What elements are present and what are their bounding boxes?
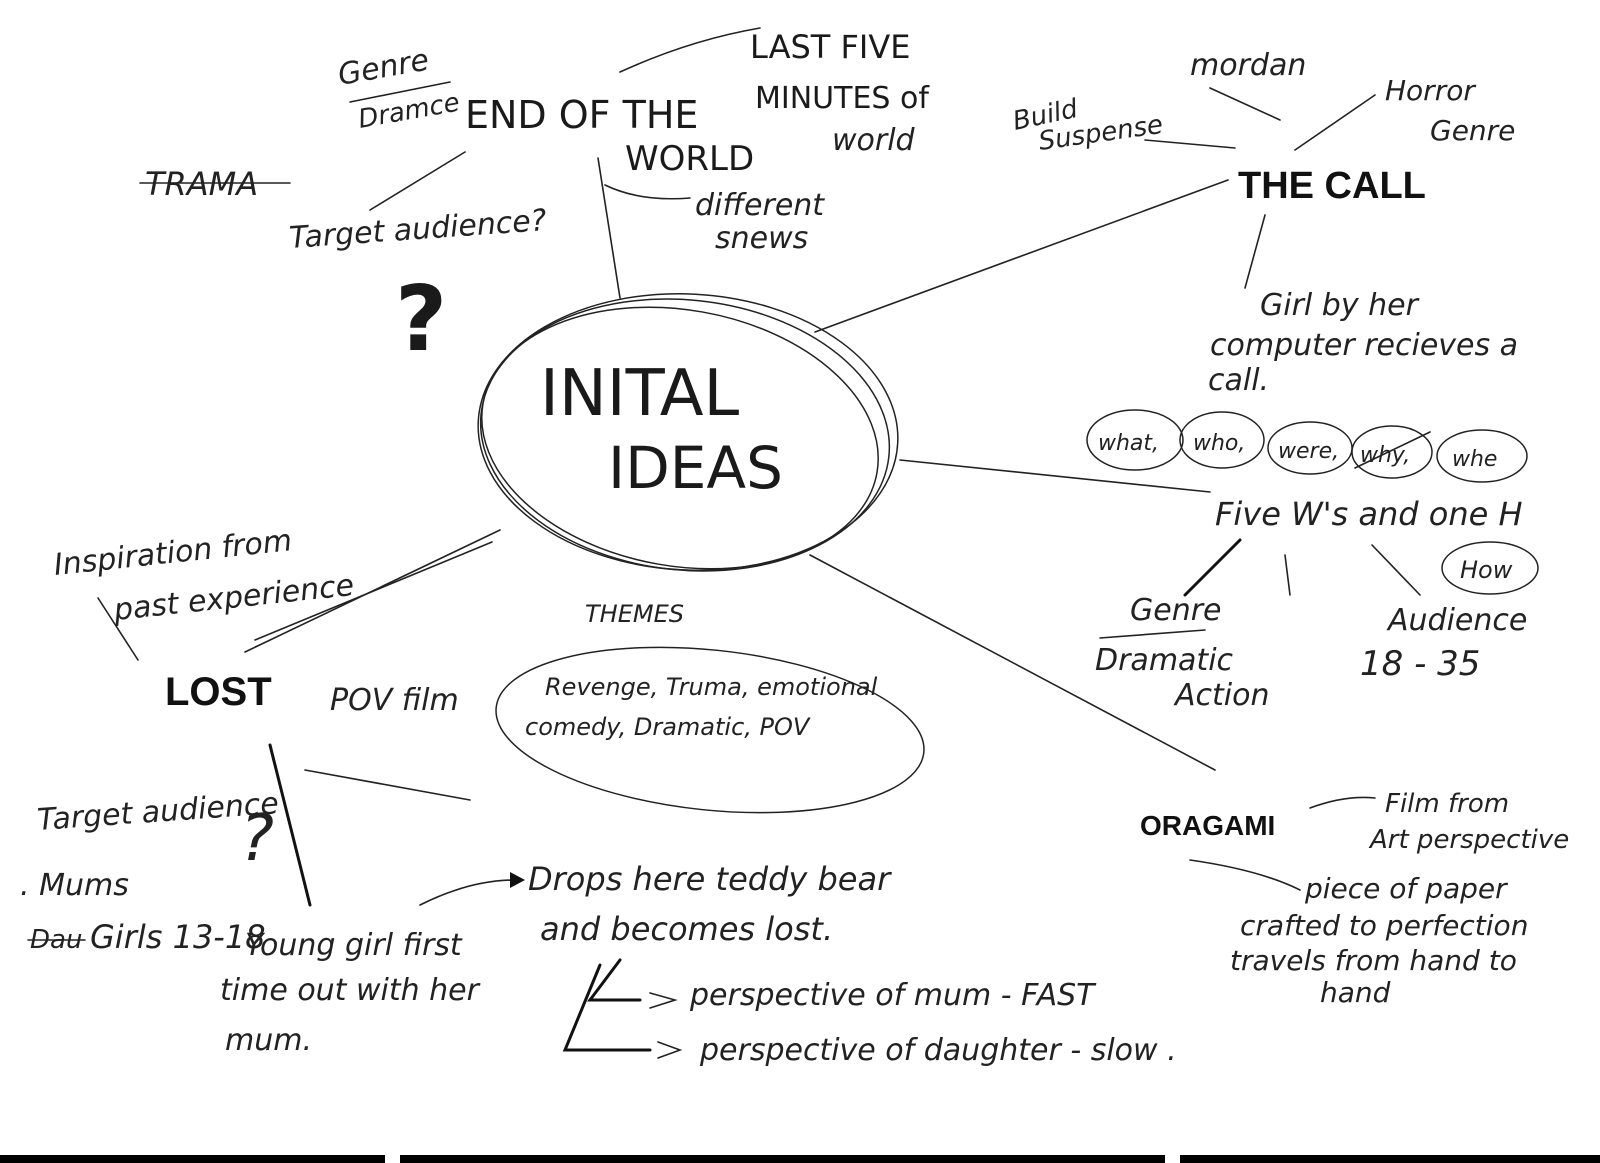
origami-film-line1: Film from [1385, 789, 1509, 819]
eow-question-mark: ? [395, 267, 447, 372]
lost-title: LOST [165, 670, 272, 714]
call-desc-line2: computer recieves a [1210, 328, 1518, 363]
lost-inspiration-line1: Inspiration from [52, 523, 293, 583]
themes-line2: comedy, Dramatic, POV [525, 713, 811, 741]
call-desc-line3: call. [1208, 363, 1269, 398]
call-desc-line1: Girl by her [1260, 288, 1420, 323]
eow-world: world [832, 123, 916, 158]
connectors [244, 157, 1229, 907]
eow-genre-value: Dramce [356, 88, 462, 135]
eow-different: different [695, 188, 825, 223]
eow-title-line1: END OF THE [465, 93, 698, 137]
ws-who: who, [1193, 431, 1245, 456]
branch-origami: ORAGAMI Film from Art perspective piece … [1140, 789, 1569, 1009]
scan-border [0, 1155, 1600, 1163]
call-horror-genre: Genre [1430, 114, 1515, 147]
eow-genre-label: Genre [335, 43, 431, 93]
call-title: THE CALL [1238, 165, 1426, 207]
call-genre-label: Genre [1130, 593, 1222, 628]
eow-snews: snews [715, 221, 808, 256]
lost-perspective-mum: perspective of mum - FAST [689, 978, 1097, 1013]
eow-target-audience: Target audience? [288, 203, 548, 256]
lost-drops-line2: and becomes lost. [540, 910, 833, 948]
branch-lost: Inspiration from past experience LOST PO… [20, 523, 1177, 1068]
five-ws-bubbles: what, who, were, why, whe [1086, 409, 1528, 483]
themes-line1: Revenge, Truma, emotional [545, 673, 878, 701]
eow-minutes: MINUTES of [755, 81, 930, 116]
ws-why: why, [1360, 443, 1410, 468]
center-title-line2: IDEAS [608, 434, 783, 502]
lost-mums: . Mums [20, 868, 129, 903]
call-genre-action: Action [1173, 678, 1269, 713]
five-ws-how: How [1460, 556, 1513, 584]
lost-drops-line1: Drops here teddy bear [528, 860, 892, 898]
origami-desc-line4: hand [1320, 976, 1391, 1009]
origami-film-line2: Art perspective [1368, 825, 1569, 855]
branch-the-call: mordan Horror Genre Build Suspense THE C… [1010, 48, 1539, 713]
call-modern: mordan [1190, 48, 1306, 83]
call-audience-label: Audience [1386, 603, 1527, 638]
eow-title-line2: WORLD [625, 139, 754, 179]
call-audience-value: 18 - 35 [1360, 644, 1480, 684]
origami-desc-line1: piece of paper [1304, 872, 1508, 905]
themes-label: THEMES [585, 600, 684, 628]
lost-young-line2: time out with her [220, 973, 481, 1008]
eow-strike-text: TRAMA [145, 165, 258, 203]
lost-pov: POV film [330, 683, 459, 718]
origami-title: ORAGAMI [1140, 810, 1275, 841]
five-ws-text: Five W's and one H [1215, 495, 1523, 533]
call-horror: Horror [1385, 74, 1476, 107]
lost-young-line3: mum. [225, 1023, 312, 1058]
ws-what: what, [1098, 431, 1159, 456]
lost-perspective-daughter: perspective of daughter - slow . [699, 1033, 1177, 1068]
lost-question-mark: ? [240, 802, 274, 876]
origami-desc-line3: travels from hand to [1230, 944, 1517, 977]
lost-girls: Girls 13-18 [90, 918, 266, 956]
themes-node: THEMES Revenge, Truma, emotional comedy,… [495, 600, 925, 814]
ws-whe: whe [1452, 447, 1497, 472]
branch-end-of-world: Genre Dramce END OF THE WORLD TRAMA Targ… [139, 27, 930, 372]
center-title-line1: INITAL [540, 357, 740, 431]
ws-were: were, [1278, 439, 1339, 464]
eow-last-five: LAST FIVE [750, 28, 910, 66]
lost-inspiration-line2: past experience [111, 568, 356, 628]
lost-young-line1: Young girl first [245, 928, 463, 963]
center-node: INITAL IDEAS [477, 293, 899, 572]
call-genre-dramatic: Dramatic [1095, 643, 1234, 678]
origami-desc-line2: crafted to perfection [1240, 909, 1528, 942]
